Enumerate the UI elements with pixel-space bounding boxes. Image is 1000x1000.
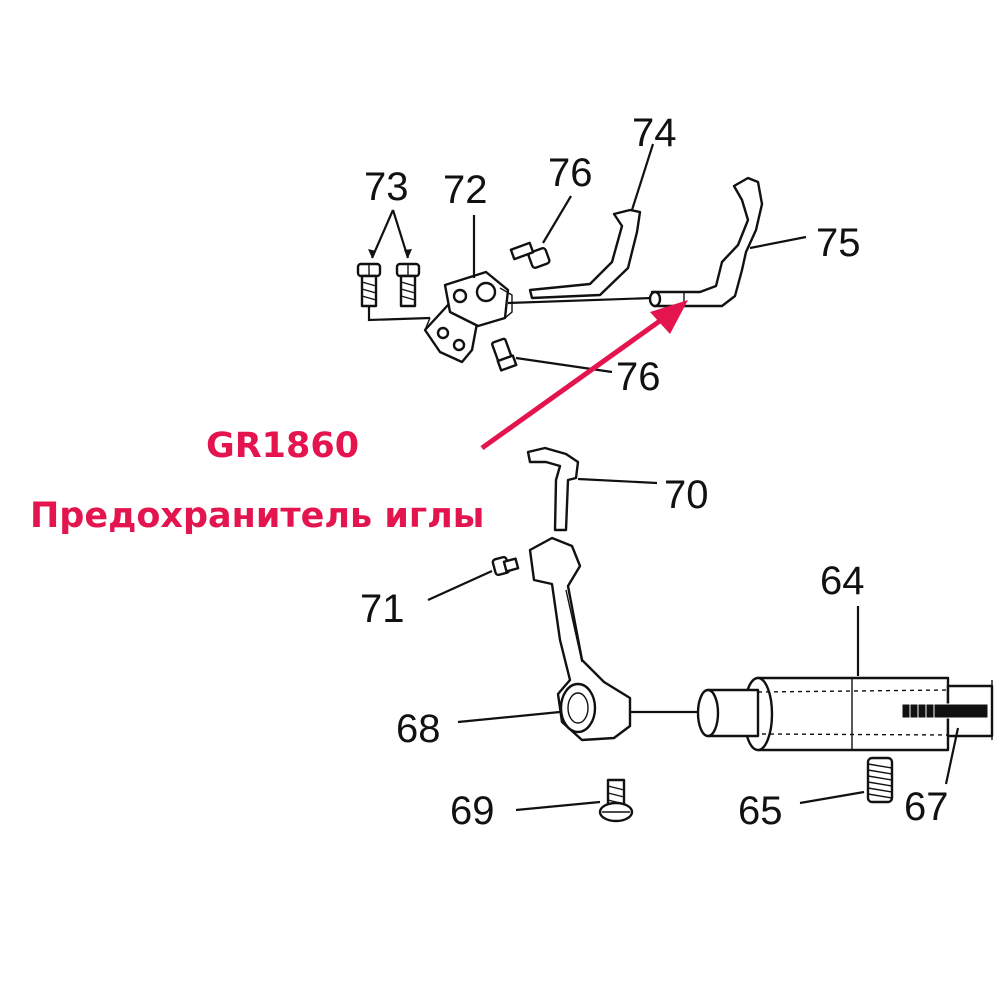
leader-76-upper	[542, 195, 572, 244]
lever-68	[528, 536, 632, 742]
callout-74: 74	[632, 111, 677, 155]
callout-68: 68	[396, 707, 441, 751]
leader-65	[799, 790, 865, 805]
callout-71: 71	[360, 587, 405, 631]
annotation-description: Предохранитель иглы	[30, 496, 484, 536]
leader-67	[944, 727, 960, 785]
thread-guide-70	[526, 446, 580, 532]
needle-guard-75	[648, 176, 764, 308]
leader-74	[630, 143, 655, 211]
leader-76-lower	[515, 356, 613, 374]
callout-64: 64	[820, 559, 865, 603]
callout-76-upper: 76	[548, 151, 593, 195]
annotation-arrow	[480, 300, 688, 451]
leader-screw-base	[367, 306, 431, 322]
callout-76-lower: 76	[616, 355, 661, 399]
screw-71	[491, 555, 520, 577]
screw-69	[598, 778, 634, 823]
screw-73-left	[356, 262, 382, 308]
screw-73-right	[395, 262, 421, 308]
annotation-code: GR1860	[206, 426, 359, 466]
leader-69	[515, 800, 601, 812]
guard-bracket-72	[423, 270, 513, 364]
screw-76-upper	[509, 241, 551, 269]
leader-73	[370, 209, 410, 259]
pin-67	[901, 703, 989, 719]
screw-76-lower	[491, 337, 518, 372]
callout-67: 67	[904, 785, 949, 829]
callout-75: 75	[816, 221, 861, 265]
spring-65	[866, 756, 894, 804]
guard-74	[528, 208, 642, 300]
callout-72: 72	[443, 168, 488, 212]
axis-upper	[507, 296, 653, 305]
callout-70: 70	[664, 473, 709, 517]
callout-69: 69	[450, 789, 495, 833]
leader-75	[749, 235, 807, 250]
callout-73: 73	[364, 165, 409, 209]
leader-68	[457, 710, 561, 724]
leader-71	[427, 569, 493, 602]
leader-70	[577, 477, 658, 485]
callout-65: 65	[738, 789, 783, 833]
